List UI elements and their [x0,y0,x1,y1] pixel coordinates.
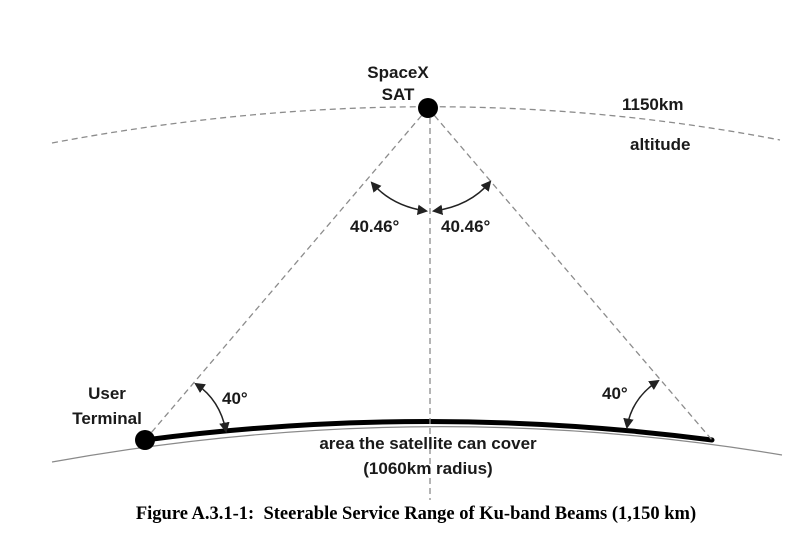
altitude-word: altitude [630,135,690,154]
nadir-angle-right-label: 40.46° [441,217,491,236]
elevation-left-label: 40° [222,389,248,408]
user-terminal-label-line1: User [88,384,126,403]
earth-surface-arc [51,426,783,463]
elevation-angle-arc-right [623,379,660,430]
figure-caption: Figure A.3.1-1: Steerable Service Range … [136,504,696,524]
elevation-angle-arc-left [194,382,230,434]
coverage-label-line1: area the satellite can cover [319,434,537,453]
altitude-value: 1150km [622,95,683,114]
user-terminal-dot [135,430,155,450]
elevation-right-label: 40° [602,384,628,403]
nadir-angle-left-label: 40.46° [350,217,400,236]
nadir-angle-arc-right [431,180,492,216]
beam-right-edge [427,107,713,441]
beam-left-edge [144,107,429,441]
satellite-dot [418,98,438,118]
coverage-label-line2: (1060km radius) [363,459,492,478]
satellite-label-line2: SAT [382,85,415,104]
nadir-angle-arc-left [370,181,429,215]
satellite-label-line1: SpaceX [367,63,429,82]
user-terminal-label-line2: Terminal [72,409,142,428]
